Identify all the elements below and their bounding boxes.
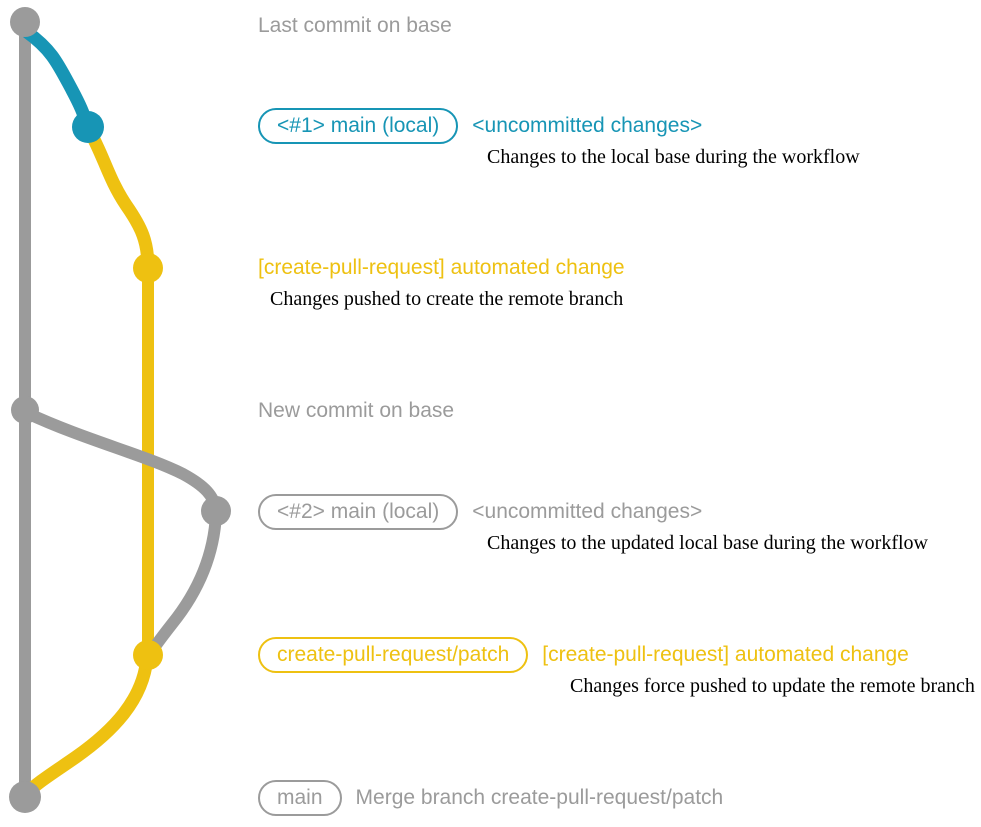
local-main-branch-line-1 [23,26,95,130]
patch-branch-line-upper [82,124,155,269]
commit-message-automated-change-2: [create-pull-request] automated change [542,643,909,666]
branch-badge-patch: create-pull-request/patch [258,637,529,673]
caption-force-pushed: Changes force pushed to update the remot… [570,675,975,697]
commit-node-local-main-1 [72,111,104,143]
patch-branch-merge-line [21,657,154,799]
caption-local-changes-1: Changes to the local base during the wor… [487,146,860,168]
caption-pushed-to-create: Changes pushed to create the remote bran… [270,288,624,310]
row-patch-branch: create-pull-request/patch [create-pull-r… [258,637,909,673]
commit-node-last-commit-on-base [10,7,40,37]
label-last-commit-on-base: Last commit on base [258,14,452,37]
commit-node-merge-commit [9,781,41,813]
commit-node-new-commit-on-base [11,396,39,424]
commit-message-merge: Merge branch create-pull-request/patch [355,786,724,809]
commit-node-local-main-2 [201,496,231,526]
branch-badge-main-local-1: <#1> main (local) [258,108,459,144]
local-main-branch-line-2-back [144,513,222,658]
row-local-main-2: <#2> main (local) <uncommitted changes> [258,494,702,530]
label-new-commit-on-base: New commit on base [258,399,455,422]
local-main-branch-line-2-out [24,407,222,512]
row-merge: main Merge branch create-pull-request/pa… [258,780,723,816]
commit-message-uncommitted-2: <uncommitted changes> [472,500,703,523]
caption-local-changes-2: Changes to the updated local base during… [487,532,928,554]
row-local-main-1: <#1> main (local) <uncommitted changes> [258,108,702,144]
commit-node-automated-change-1 [133,253,163,283]
commit-node-automated-change-2 [133,640,163,670]
branch-badge-main: main [258,780,342,816]
commit-message-uncommitted-1: <uncommitted changes> [472,114,703,137]
commit-message-automated-change-1: [create-pull-request] automated change [258,256,625,279]
branch-badge-main-local-2: <#2> main (local) [258,494,459,530]
